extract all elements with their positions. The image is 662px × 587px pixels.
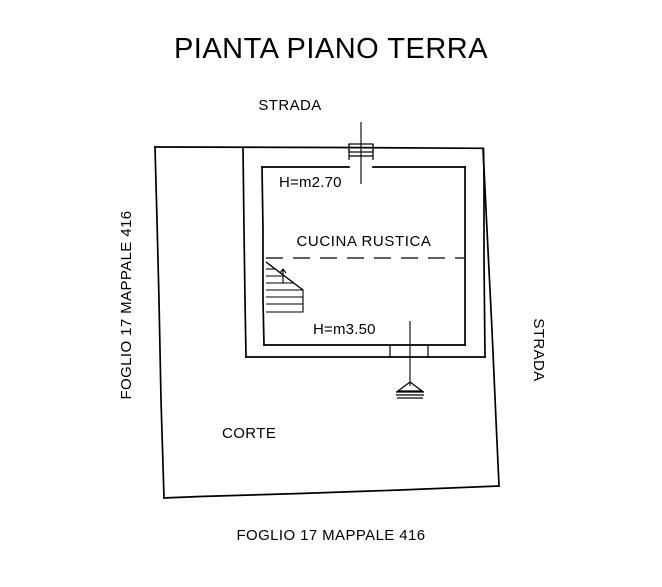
lot-boundary — [154, 146, 500, 499]
entrance-step-symbol — [396, 381, 424, 399]
label-height-lower: H=m3.50 — [313, 321, 376, 338]
room-inner-wall — [261, 166, 466, 346]
label-height-upper: H=m2.70 — [279, 174, 342, 191]
label-parcel-left: FOGLIO 17 MAPPALE 416 — [118, 210, 135, 399]
label-strada-top: STRADA — [258, 97, 321, 114]
label-corte: CORTE — [222, 425, 276, 442]
label-strada-right: STRADA — [530, 318, 547, 381]
page-title: PIANTA PIANO TERRA — [174, 33, 488, 65]
door-opening-symbol — [389, 321, 429, 386]
label-room-name: CUCINA RUSTICA — [296, 233, 431, 250]
building-outer-wall — [242, 146, 486, 358]
label-parcel-bottom: FOGLIO 17 MAPPALE 416 — [236, 527, 425, 544]
staircase-symbol — [265, 261, 304, 313]
gate-opening-symbol — [348, 122, 374, 184]
